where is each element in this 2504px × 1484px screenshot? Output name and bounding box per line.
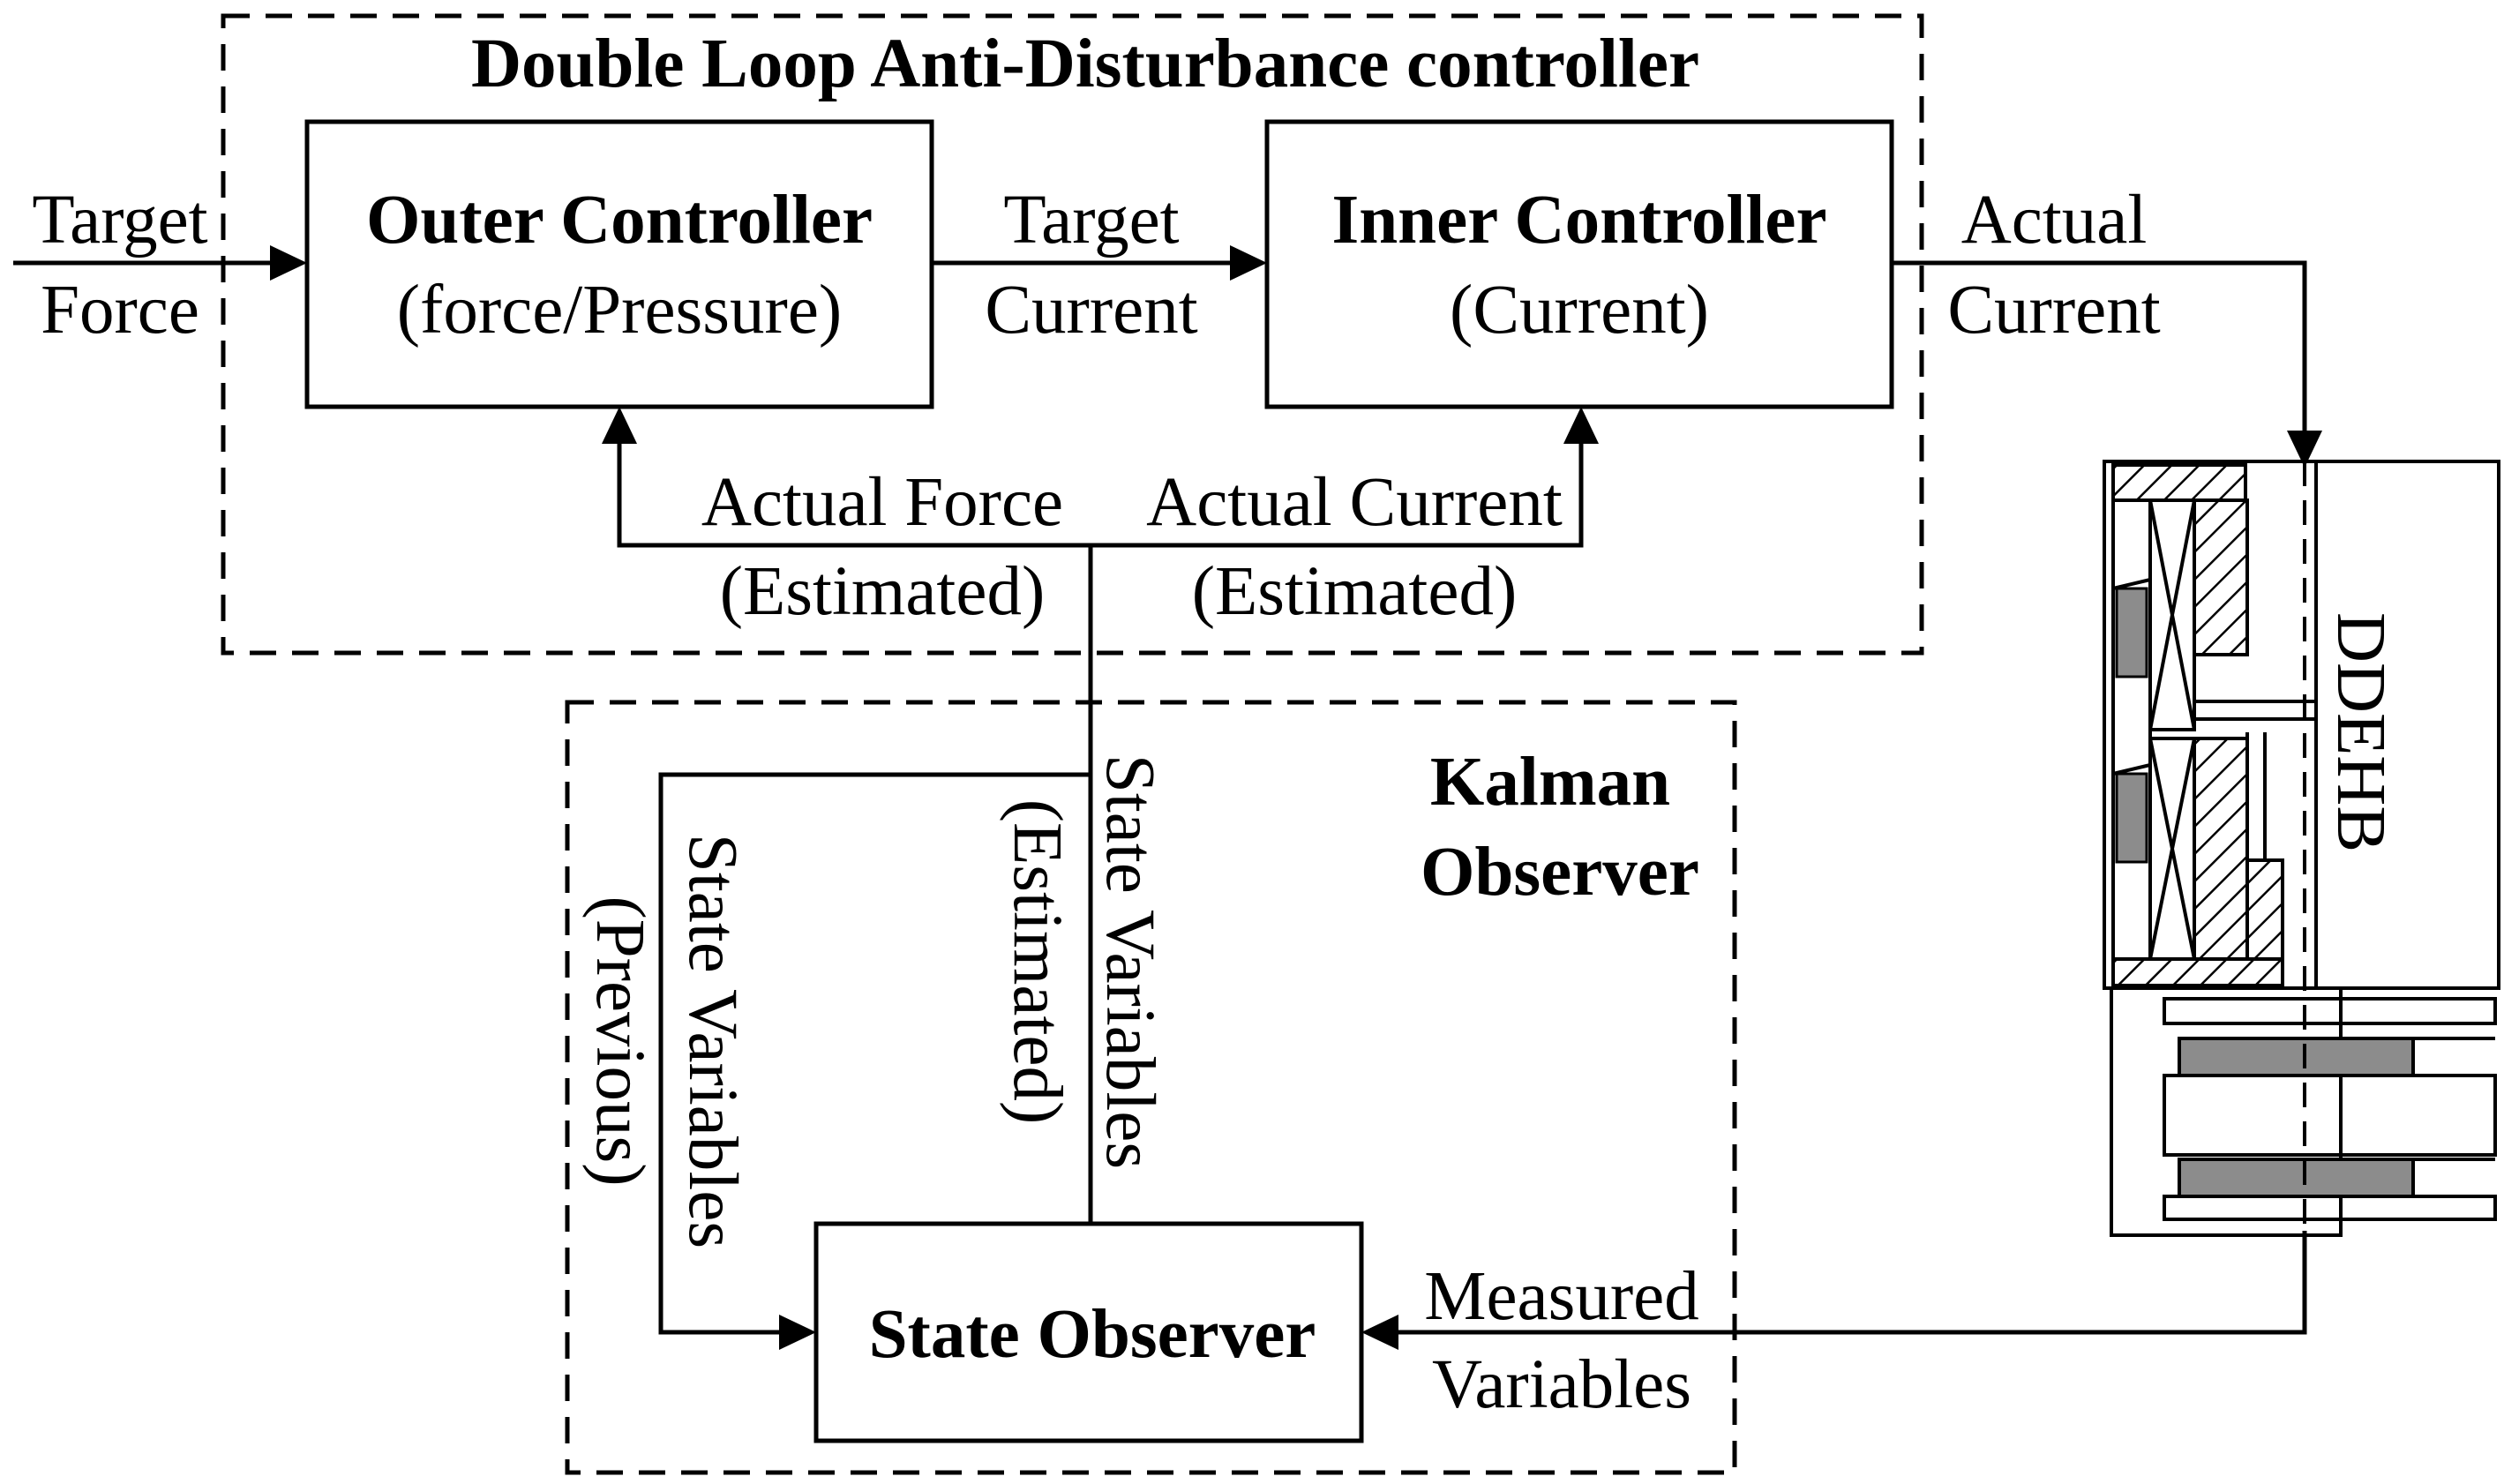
arrowhead <box>2287 431 2322 468</box>
arrowhead <box>1563 407 1599 444</box>
outer-controller-block: Outer Controller (force/Pressure) <box>304 119 934 409</box>
arrowhead <box>779 1315 816 1350</box>
target-current-label-2: Current <box>985 272 1197 349</box>
double-loop-boundary <box>221 13 1924 656</box>
inner-controller-block: Inner Controller (Current) <box>1264 119 1894 409</box>
target-force-label-2: Force <box>41 272 199 349</box>
actual-current-est-label-1: Actual Current <box>1146 464 1563 541</box>
kalman-title-line1: Kalman <box>1430 744 1670 821</box>
target-force-label-1: Target <box>32 182 207 259</box>
inner-controller-subtitle: (Current) <box>1450 272 1709 349</box>
state-vars-est-label-1: State Variables <box>1091 754 1168 1169</box>
target-current-label-1: Target <box>1003 182 1179 259</box>
actual-force-est-label-1: Actual Force <box>701 464 1063 541</box>
outer-controller-title: Outer Controller <box>366 182 873 259</box>
measured-label-1: Measured <box>1424 1258 1699 1335</box>
target-force-signal: Target Force <box>13 182 307 349</box>
outer-controller-subtitle: (force/Pressure) <box>397 272 842 349</box>
state-observer-title: State Observer <box>869 1296 1316 1373</box>
actual-current-est-label-2: (Estimated) <box>1192 553 1518 630</box>
state-vars-prev-label-2: (Previous) <box>581 896 658 1186</box>
actual-current-label-1: Actual <box>1961 182 2148 259</box>
actual-force-est-label-2: (Estimated) <box>720 553 1046 630</box>
measured-label-2: Variables <box>1432 1346 1691 1423</box>
feedback-lines: Actual Force (Estimated) Actual Current … <box>602 407 1599 1224</box>
kalman-observer-boundary <box>565 700 1737 1475</box>
state-vars-prev-label-1: State Variables <box>674 834 751 1248</box>
target-current-signal: Target Current <box>932 182 1267 349</box>
kalman-title-line2: Observer <box>1421 834 1699 911</box>
arrowhead <box>602 407 637 444</box>
actual-current-signal: Actual Current <box>1892 182 2322 468</box>
ddehb-label: DDEHB <box>2322 612 2399 852</box>
arrowhead <box>1361 1315 1398 1350</box>
measured-variables-signal: Measured Variables <box>1361 1231 2307 1423</box>
state-vars-est-label-2: (Estimated) <box>999 799 1076 1125</box>
inner-controller-title: Inner Controller <box>1331 182 1826 259</box>
actual-current-label-2: Current <box>1947 272 2160 349</box>
state-observer-block: State Observer <box>813 1221 1364 1443</box>
previous-state-loop: State Variables (Previous) <box>581 772 1091 1350</box>
ddehb-plant: DDEHB <box>2103 460 2500 1237</box>
arrowhead <box>270 245 307 281</box>
double-loop-title: Double Loop Anti-Disturbance controller <box>471 26 1699 102</box>
arrowhead <box>1230 245 1267 281</box>
